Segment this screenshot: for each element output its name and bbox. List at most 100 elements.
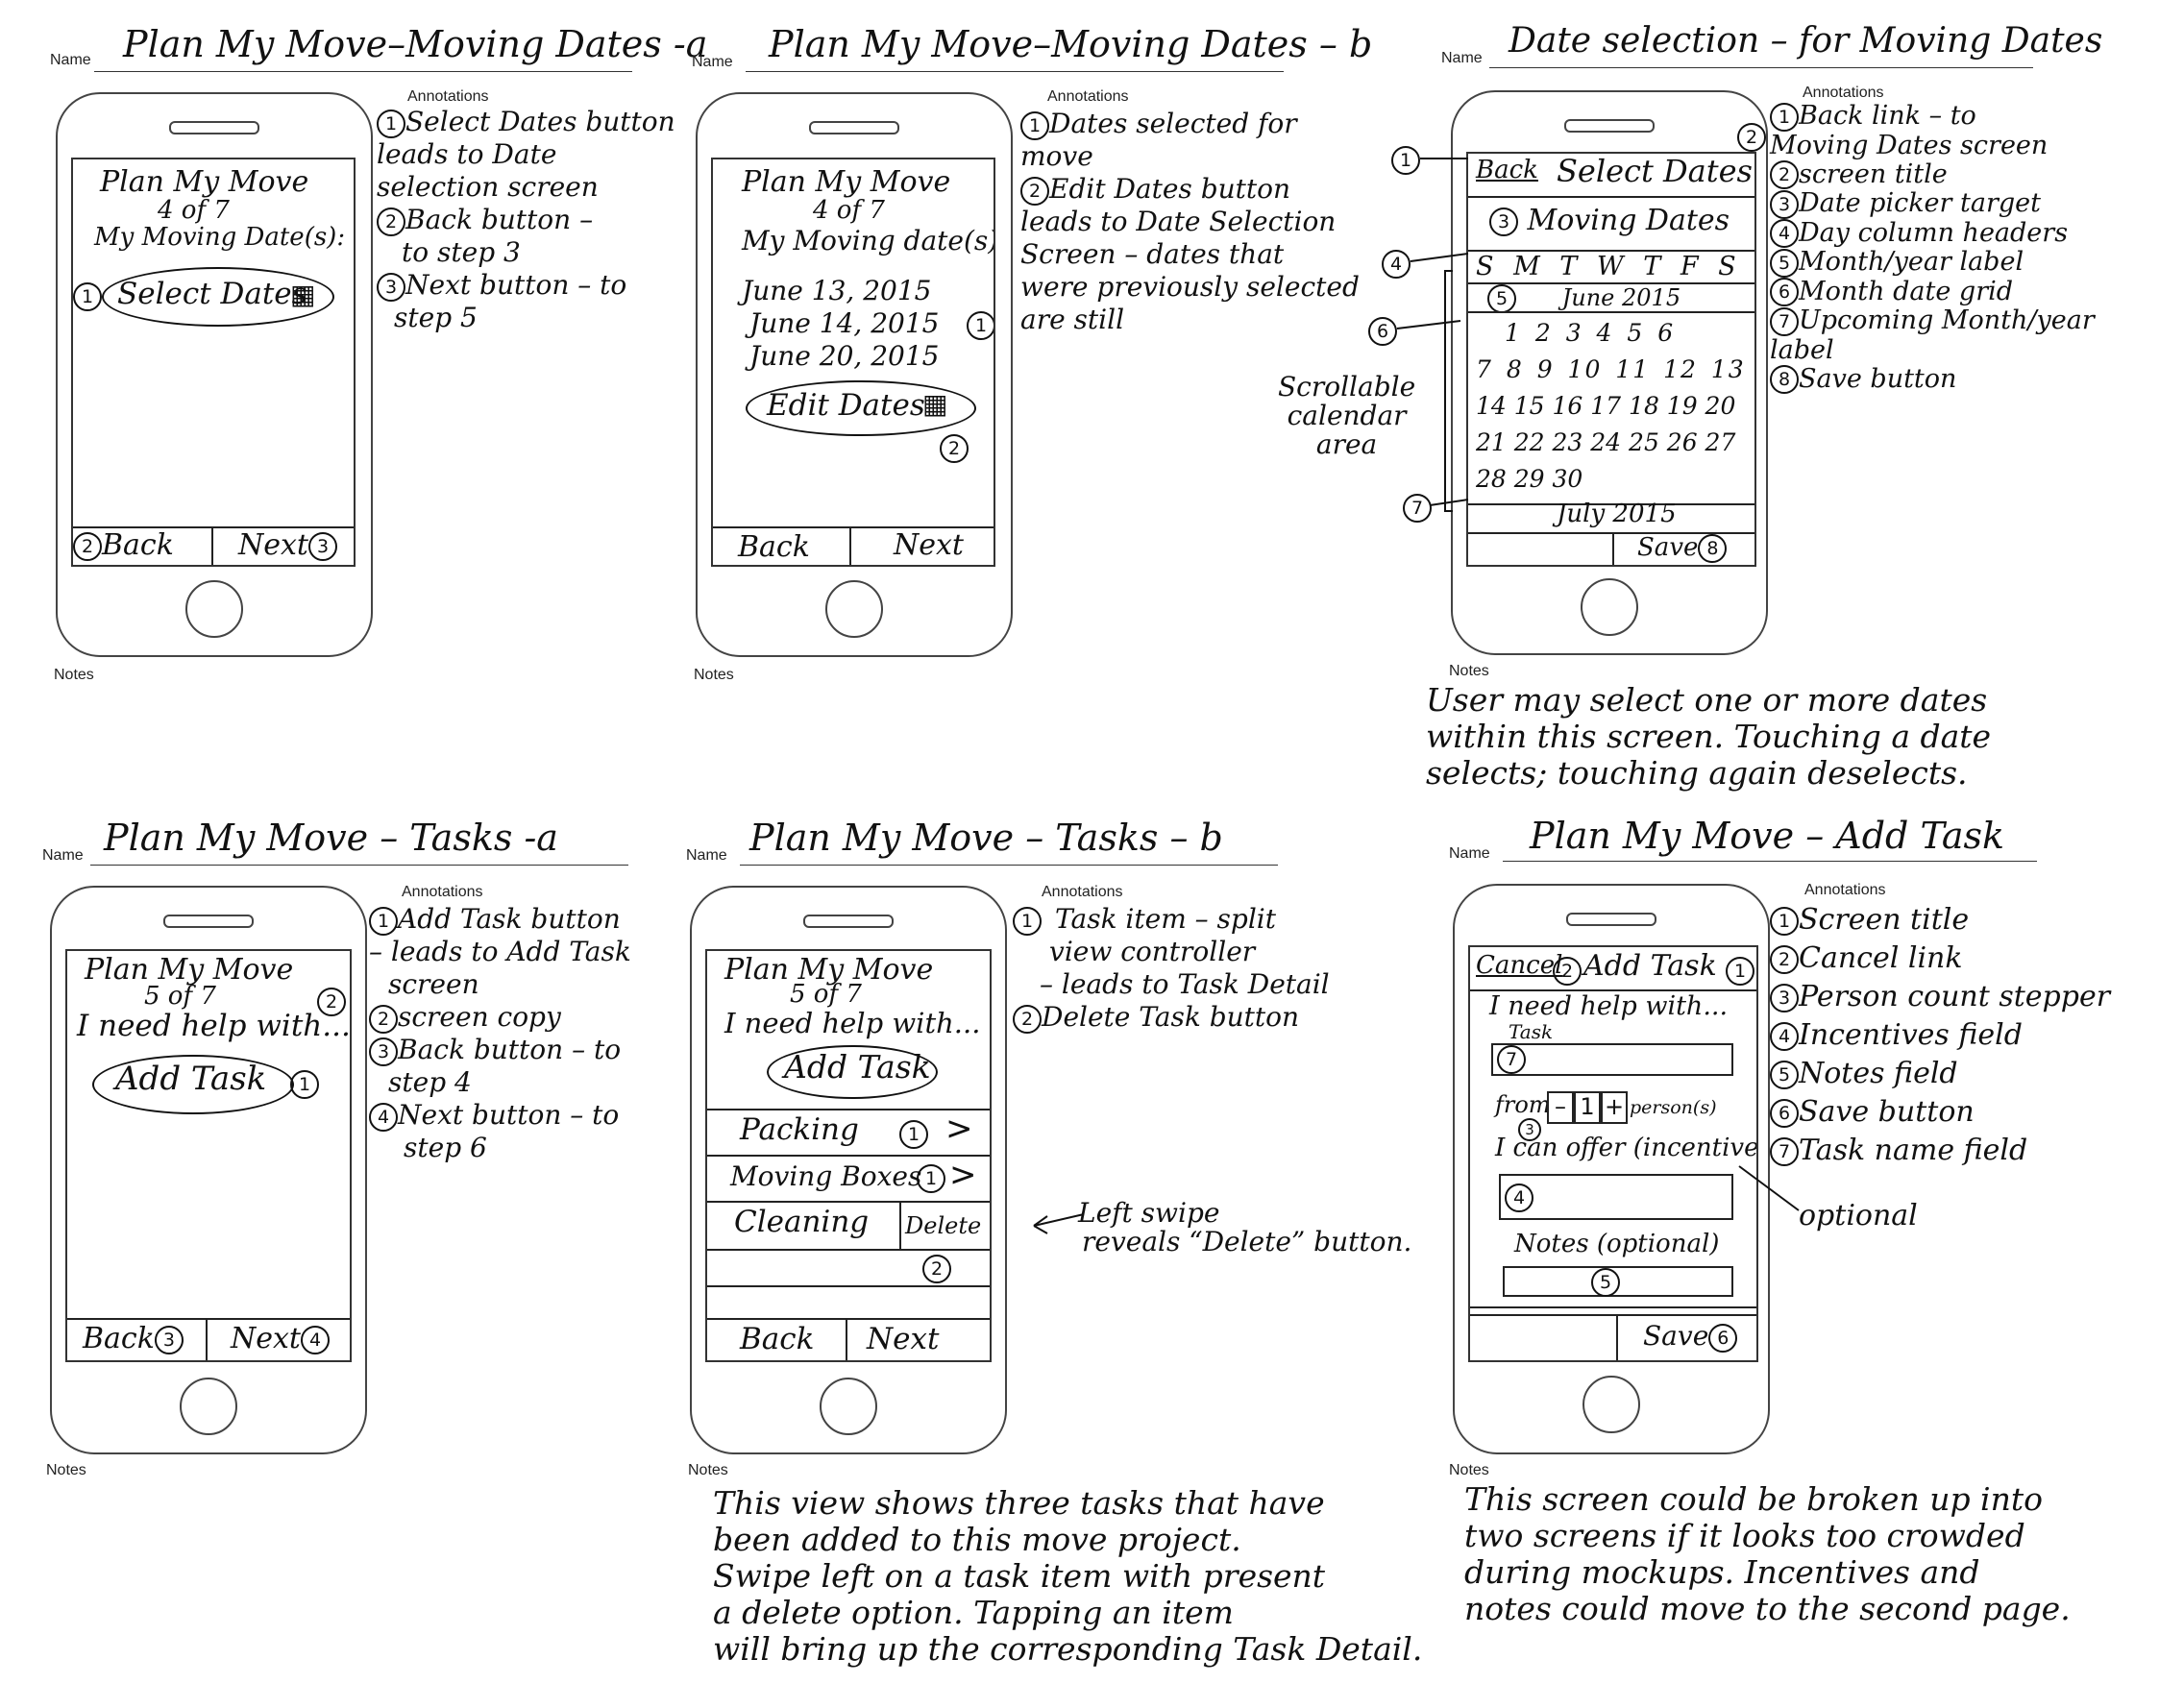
marker-4-icon: 4 (1505, 1183, 1533, 1212)
screen-copy: I need help with... (77, 1009, 351, 1043)
marker-5-icon: 5 (1591, 1268, 1620, 1297)
date-row[interactable]: 28 29 30 (1476, 465, 1583, 493)
home-button (185, 580, 243, 638)
divider (707, 1249, 990, 1251)
screen-title: Select Dates (1557, 153, 1753, 189)
next-button[interactable]: Next (894, 528, 964, 562)
toolbar-divider (73, 526, 354, 528)
date-row[interactable]: 7 8 9 10 11 12 13 (1476, 355, 1746, 383)
notes-field[interactable]: 5 (1503, 1266, 1733, 1297)
add-task-button[interactable] (767, 1045, 938, 1099)
name-label: Name (50, 52, 91, 68)
add-task-label: Add Task (115, 1060, 267, 1098)
marker-1-icon: 1 (917, 1164, 945, 1193)
annotations-label: Annotations (402, 884, 483, 900)
incentive-label: I can offer (incentive) (1495, 1134, 1758, 1162)
add-task-label: Add Task (784, 1048, 931, 1086)
back-label: Back (83, 1322, 155, 1355)
marker-1-icon: 1 (290, 1070, 319, 1099)
back-button[interactable]: Back (738, 530, 810, 564)
selected-date: June 14, 2015 (749, 307, 940, 339)
screen-title: Plan My Move (724, 953, 934, 987)
marker-1-icon: 1 (1391, 146, 1420, 175)
marker-3-icon: 3 (154, 1326, 184, 1354)
date-row[interactable]: 14 15 16 17 18 19 20 (1476, 392, 1736, 420)
notes-label: Notes (46, 1462, 86, 1478)
name-label: Name (1449, 845, 1490, 862)
edit-dates-button[interactable] (746, 380, 976, 436)
increment-button[interactable]: + (1601, 1091, 1628, 1124)
annotations-label: Annotations (1803, 85, 1884, 101)
title-underline (740, 865, 1278, 866)
notes-label: Notes (688, 1462, 728, 1478)
select-dates-label: Select Dates (117, 277, 307, 311)
marker-1-icon: 1 (967, 311, 994, 340)
step-indicator: 4 of 7 (158, 196, 230, 225)
divider (707, 1109, 990, 1110)
step-indicator: 5 of 7 (144, 982, 216, 1011)
date-row[interactable]: 21 22 23 24 25 26 27 (1476, 428, 1736, 456)
date-row[interactable]: 1 2 3 4 5 6 (1505, 319, 1676, 347)
task-label: Task (1509, 1020, 1554, 1043)
count-value: 1 (1574, 1091, 1601, 1124)
marker-3-icon: 3 (1489, 207, 1518, 236)
cancel-link[interactable]: Cancel (1476, 951, 1563, 980)
home-button (180, 1378, 237, 1435)
screen-subtitle: My Moving Date(s): (94, 223, 346, 252)
phone-screen: Back Select Dates 3 Moving Dates S M T W… (1466, 152, 1756, 567)
name-label: Name (686, 847, 727, 864)
save-label: Save (1637, 533, 1699, 562)
phone-frame: Back Select Dates 3 Moving Dates S M T W… (1451, 90, 1768, 655)
sheet-title: Plan My Move – Tasks – b (749, 817, 1223, 859)
incentives-field[interactable]: 4 (1499, 1174, 1733, 1220)
date-picker-target[interactable]: 3 Moving Dates (1489, 206, 1730, 236)
task-name: Moving Boxes (730, 1160, 922, 1192)
notes-text: User may select one or more dates within… (1426, 681, 1992, 792)
select-dates-button[interactable] (102, 267, 334, 327)
toolbar-separator (1616, 1314, 1618, 1360)
decrement-button[interactable]: – (1547, 1091, 1574, 1124)
marker-6-icon: 6 (1708, 1323, 1738, 1353)
screen-copy: I need help with... (1489, 991, 1729, 1021)
speaker (1564, 119, 1655, 133)
month-year-label: 5 June 2015 (1487, 284, 1681, 313)
notes-field-label: Notes (optional) (1514, 1230, 1720, 1258)
toolbar-separator (846, 1318, 847, 1360)
notes-label: Notes (1449, 1462, 1489, 1478)
back-link[interactable]: Back (1476, 156, 1538, 184)
divider (1468, 503, 1754, 505)
sheet-title: Plan My Move – Add Task (1530, 815, 2005, 857)
title-underline (1489, 67, 2033, 68)
toolbar-separator (849, 526, 851, 565)
marker-2-icon: 2 (317, 988, 346, 1016)
home-button (820, 1378, 877, 1435)
sheet-title: Plan My Move – Tasks -a (104, 817, 558, 859)
phone-screen: Plan My Move 4 of 7 My Moving Date(s): 1… (71, 158, 356, 567)
next-button[interactable]: Next (867, 1322, 940, 1356)
back-button[interactable]: Back (740, 1322, 815, 1356)
task-name: Cleaning (734, 1205, 870, 1239)
chevron-right-icon: > (945, 1110, 973, 1148)
delete-button[interactable]: Delete (905, 1212, 982, 1239)
speaker (163, 915, 254, 928)
task-name-field[interactable]: 7 (1491, 1043, 1733, 1076)
divider (1468, 282, 1754, 284)
target-label: Moving Dates (1527, 204, 1730, 237)
name-label: Name (692, 54, 733, 70)
marker-7-icon: 7 (1497, 1045, 1526, 1074)
divider (707, 1285, 990, 1287)
speaker (803, 915, 894, 928)
next-label: Next (238, 528, 308, 562)
notes-label: Notes (1449, 663, 1489, 679)
screen-title: Plan My Move (100, 165, 309, 199)
marker-1-icon: 1 (899, 1120, 928, 1149)
toolbar-divider (1470, 1314, 1756, 1316)
